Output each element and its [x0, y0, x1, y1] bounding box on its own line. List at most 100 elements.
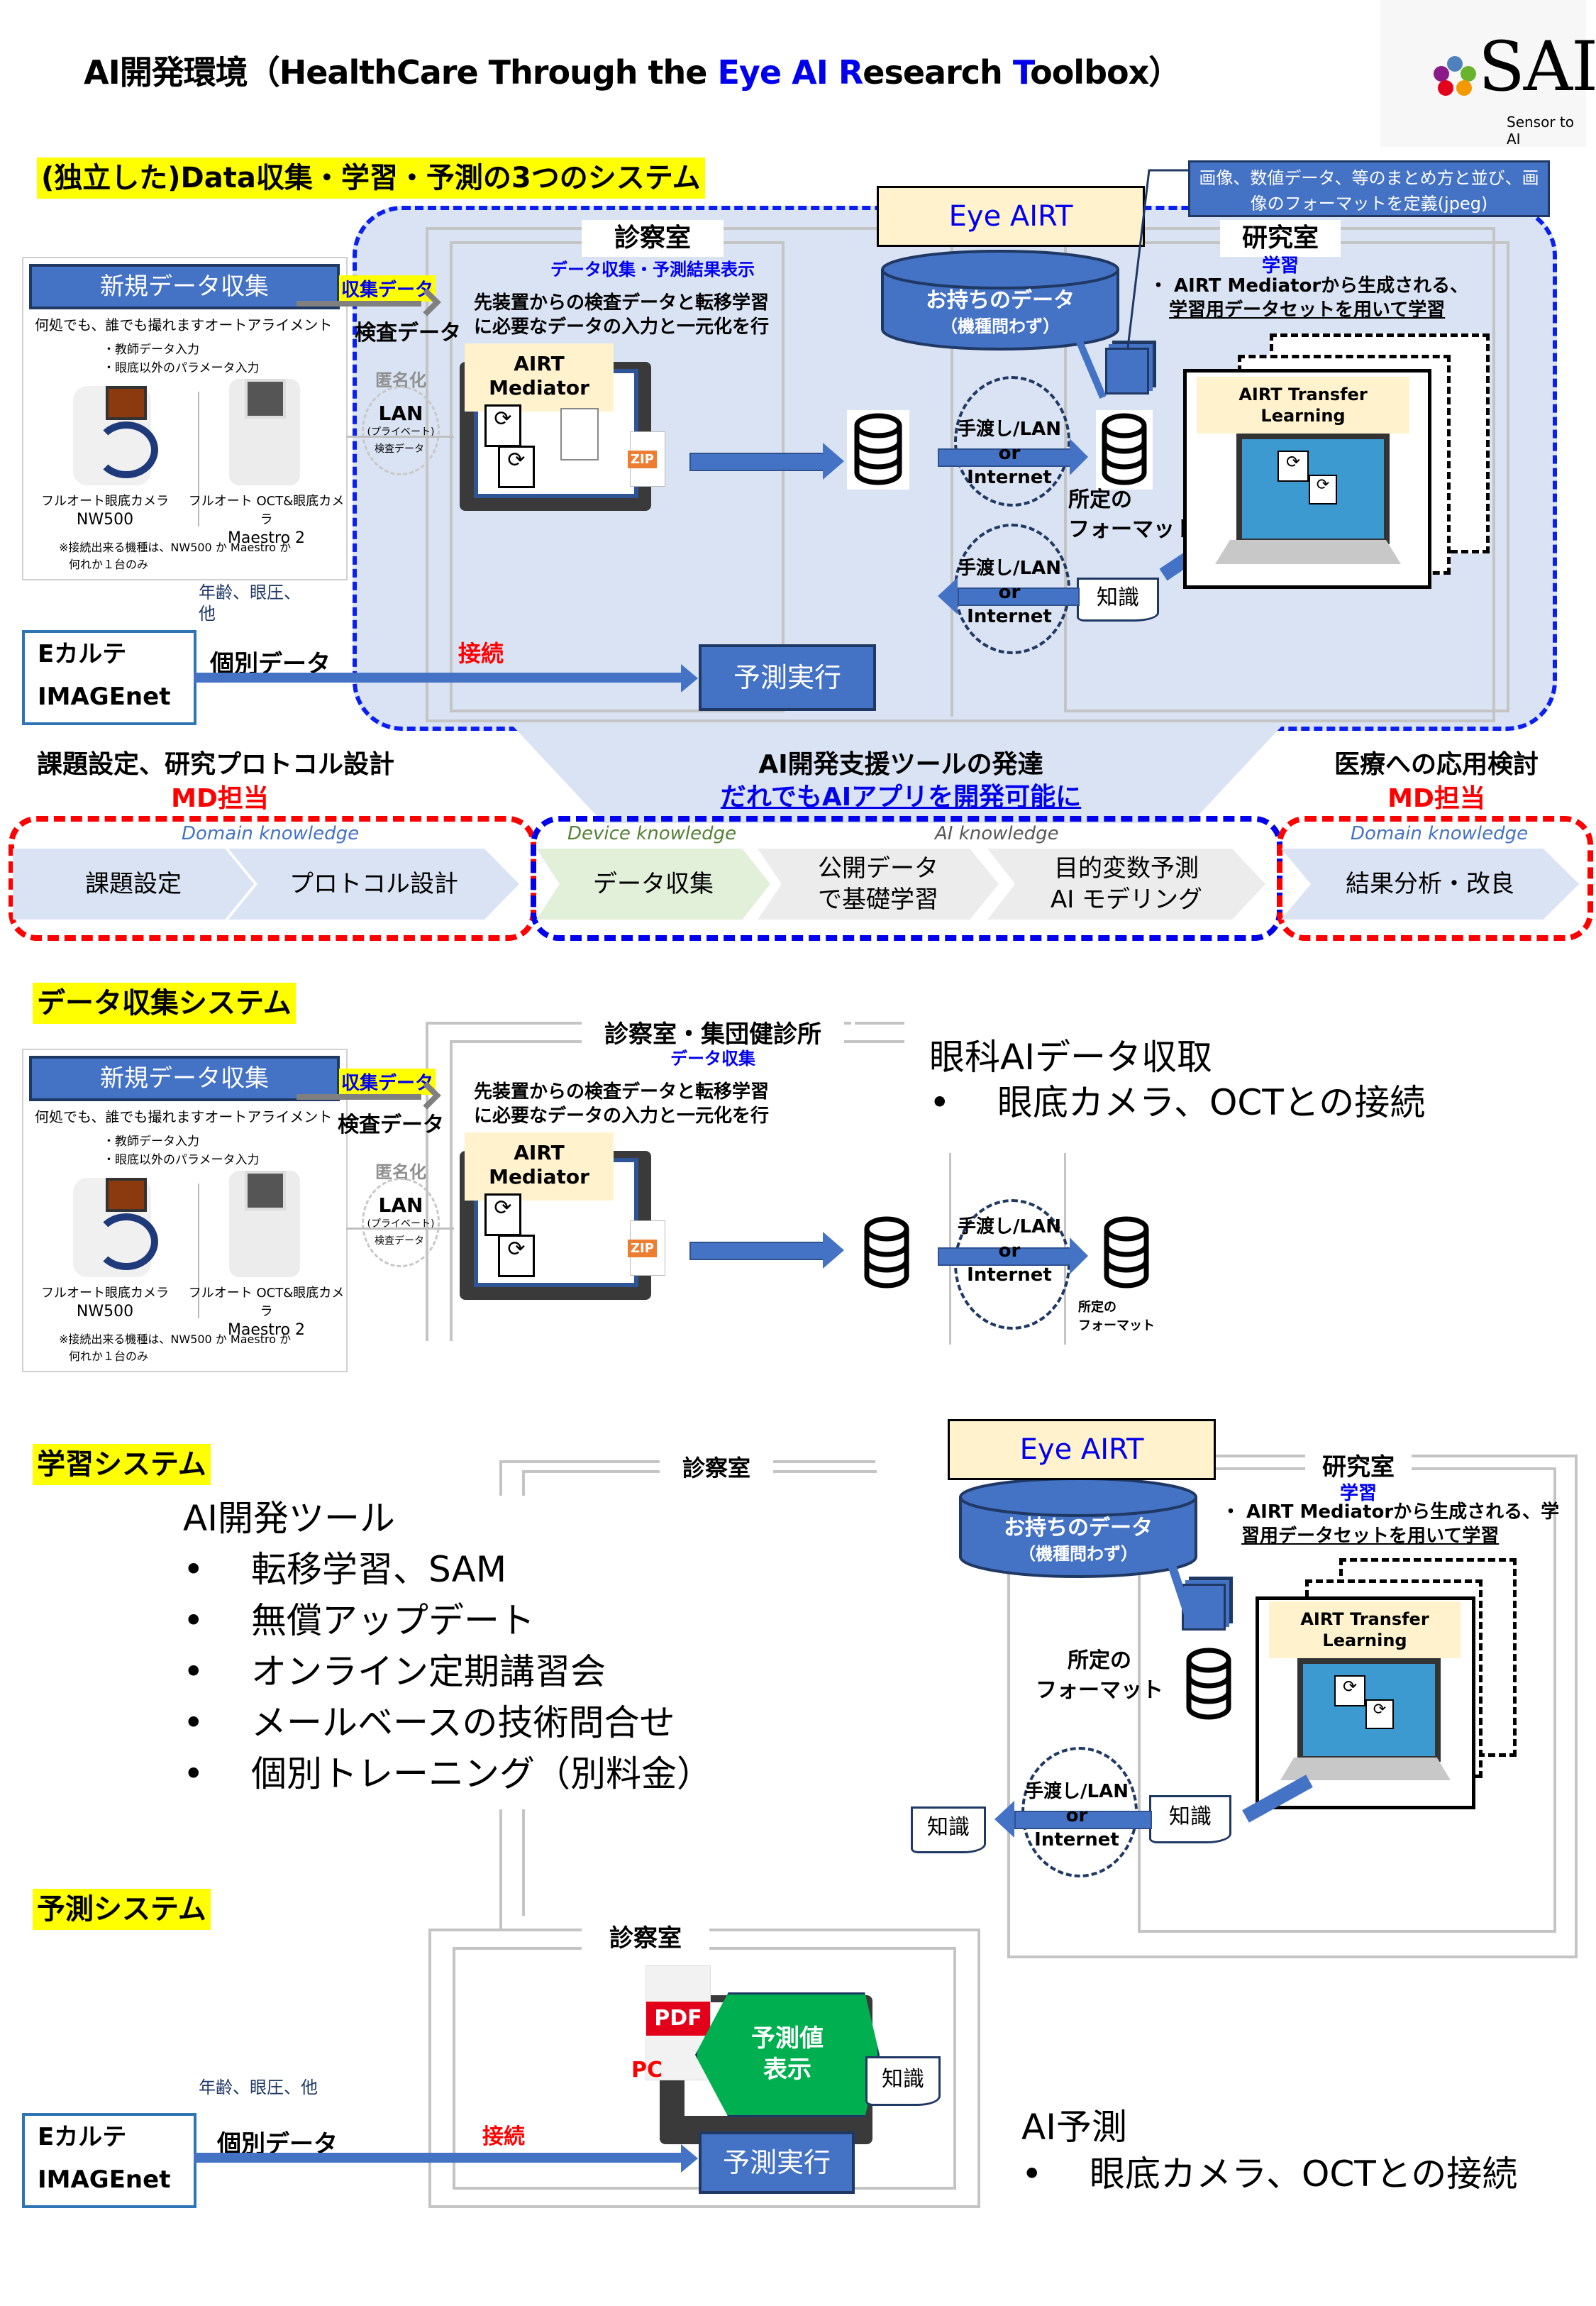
- lan-private-label: (プライベート): [367, 426, 435, 438]
- collection-bullet: •眼底カメラ、OCTとの接続: [929, 1082, 1426, 1123]
- airt-mediator-label: AIRT Mediator: [465, 343, 614, 412]
- pc-label: PC: [631, 2058, 663, 2082]
- format-database-icon: [1180, 1645, 1237, 1724]
- frame-line: [450, 1040, 453, 1341]
- refresh-folder-icon: ⟳: [484, 1193, 521, 1236]
- arrow-head: [994, 1801, 1014, 1838]
- lan-label: LAN: [378, 402, 423, 425]
- arrow-head: [1070, 438, 1088, 475]
- flow-arrow: [958, 587, 1080, 606]
- collection-heading: 眼科AIデータ収取: [929, 1037, 1212, 1078]
- dataset-stack-icon: [1105, 348, 1149, 395]
- airt-transfer-learning-box: AIRT Transfer Learning ⟳ ⟳: [1256, 1596, 1475, 1809]
- process-step-protocol-design: プロトコル設計: [228, 849, 519, 920]
- lab-description: ・ AIRT Mediatorから生成される、 学習用データセットを用いて学習: [1149, 275, 1469, 321]
- new-data-card: 新規データ収集 何処でも、誰でも撮れますオートアライメント ・教師データ入力 ・…: [22, 257, 348, 580]
- prediction-heading: AI予測: [1021, 2107, 1127, 2148]
- lan-exam-data-label: 検査データ: [375, 443, 424, 455]
- ai-tool-item: •個別トレーニング（別料金）: [183, 1753, 712, 1794]
- section-label-collection: データ収集システム: [33, 983, 296, 1024]
- format-database-icon: [1096, 410, 1153, 490]
- nw500-device-image: [73, 386, 158, 485]
- auto-alignment-tagline: 何処でも、誰でも撮れますオートアライメント: [35, 1108, 333, 1125]
- frame-line: [1007, 1547, 1010, 1958]
- refresh-folder-icon: ⟳: [1365, 1699, 1394, 1729]
- individual-data-arrow: [194, 673, 683, 683]
- ai-tool-item: •オンライン定期講習会: [183, 1651, 606, 1692]
- knowledge-document: 知識: [911, 1806, 986, 1853]
- device-nw500: フルオート眼底カメラ NW500: [41, 494, 169, 529]
- laptop-screen: ⟳ ⟳: [1236, 434, 1390, 544]
- format-label: 所定の フォーマット: [1068, 487, 1196, 542]
- clinic-title: 診察室: [582, 220, 724, 257]
- prediction-bullet: •眼底カメラ、OCTとの接続: [1021, 2153, 1518, 2195]
- format-label: 所定の フォーマット: [1036, 1648, 1163, 1703]
- database-icon: [858, 1213, 915, 1293]
- collection-clinic-description: 先装置からの検査データと転移学習 に必要なデータの入力と一元化を行: [474, 1081, 770, 1127]
- frame-line: [855, 1022, 904, 1025]
- arrow-head: [1070, 1237, 1088, 1274]
- domain-knowledge-right: Domain knowledge: [1351, 823, 1529, 844]
- flow-arrow: [689, 453, 827, 471]
- format-callout: 画像、数値データ、等のまとめ方と並び、画像のフォーマットを定義(jpeg): [1188, 160, 1550, 217]
- left-md-label: MD担当: [171, 784, 269, 813]
- flow-arrow: [938, 1247, 1074, 1266]
- ai-tool-item: •無償アップデート: [183, 1600, 535, 1641]
- logo-wordmark: SAI: [1478, 27, 1596, 106]
- left-heading: 課題設定、研究プロトコル設計: [37, 750, 395, 779]
- auto-alignment-tagline: 何処でも、誰でも撮れますオートアライメント: [35, 316, 333, 333]
- prediction-value-display: 予測値 表示: [695, 1992, 880, 2117]
- knowledge-document: 知識: [865, 2056, 941, 2106]
- arrow-head: [681, 664, 698, 693]
- arrow-head: [823, 443, 844, 480]
- ekarte-imagenet-box: Eカルテ IMAGEnet: [22, 2113, 196, 2208]
- tl-to-knowledge-arrow: [1242, 1775, 1313, 1823]
- flower-icon: [1434, 56, 1476, 96]
- airt-transfer-learning-box: AIRT Transfer Learning ⟳ ⟳: [1183, 369, 1431, 589]
- collected-data-label: 収集データ: [339, 1069, 436, 1095]
- individual-data-arrow: [194, 2153, 683, 2163]
- connect-label: 接続: [482, 2124, 525, 2149]
- device-divider: [198, 1184, 199, 1318]
- new-data-bullets: ・教師データ入力 ・眼底以外のパラメータ入力: [103, 1135, 260, 1167]
- connect-label: 接続: [458, 640, 504, 667]
- lan-line: [346, 436, 454, 438]
- lan-line: [346, 1228, 454, 1230]
- eye-airt-label: Eye AIRT: [877, 186, 1145, 247]
- lab-title: 研究室: [1305, 1447, 1412, 1482]
- frame-line: [499, 1809, 502, 1930]
- flow-arrow: [1014, 1811, 1152, 1829]
- transfer-label: 手渡し/LAN or Internet: [958, 1216, 1061, 1286]
- device-maestro2: フルオート OCT&眼底カメラ Maestro 2: [188, 1286, 345, 1339]
- new-data-header: 新規データ収集: [29, 264, 340, 309]
- center-heading: AI開発支援ツールの発達: [758, 750, 1043, 779]
- collection-clinic-title: 診察室・集団健診所: [582, 1015, 844, 1049]
- lan-circle: [362, 386, 440, 475]
- frame-line: [1007, 1455, 1578, 1457]
- predict-execute-button[interactable]: 予測実行: [699, 644, 876, 711]
- laptop-keyboard: [1280, 1758, 1451, 1780]
- maestro2-device-image: [229, 1171, 300, 1277]
- frame-line: [426, 1022, 428, 1341]
- lab-title: 研究室: [1220, 220, 1341, 257]
- device-knowledge: Device knowledge: [567, 823, 737, 844]
- sai-logo: SAI Sensor to AI: [1380, 0, 1596, 148]
- collected-data-label: 収集データ: [339, 275, 436, 302]
- refresh-folder-icon: ⟳: [1278, 451, 1309, 482]
- new-data-card: 新規データ収集 何処でも、誰でも撮れますオートアライメント ・教師データ入力 ・…: [22, 1049, 348, 1372]
- frame-line: [522, 1470, 525, 1496]
- predict-execute-button[interactable]: 予測実行: [699, 2131, 855, 2194]
- transfer-channel-circle: [954, 376, 1070, 507]
- md-group-right: [1277, 816, 1593, 941]
- ekarte-imagenet-box: Eカルテ IMAGEnet: [22, 630, 196, 725]
- laptop-screen: ⟳ ⟳: [1297, 1658, 1441, 1762]
- frame-line: [1138, 1547, 1141, 1930]
- frame-line: [522, 1809, 525, 1916]
- clinic-subtitle: データ収集・予測結果表示: [550, 260, 755, 280]
- section-label-overview: (独立した)Data収集・学習・予測の3つのシステム: [37, 158, 705, 199]
- ai-tools-list: •転移学習、SAM •無償アップデート •オンライン定期講習会 •メールベースの…: [183, 1544, 712, 1799]
- right-heading: 医療への応用検討: [1334, 750, 1539, 779]
- device-note: ※接続出来る機種は、NW500 か Maestro か 何れか１台のみ: [59, 1333, 292, 1363]
- ai-tools-heading: AI開発ツール: [183, 1498, 395, 1539]
- new-data-header: 新規データ収集: [29, 1056, 340, 1101]
